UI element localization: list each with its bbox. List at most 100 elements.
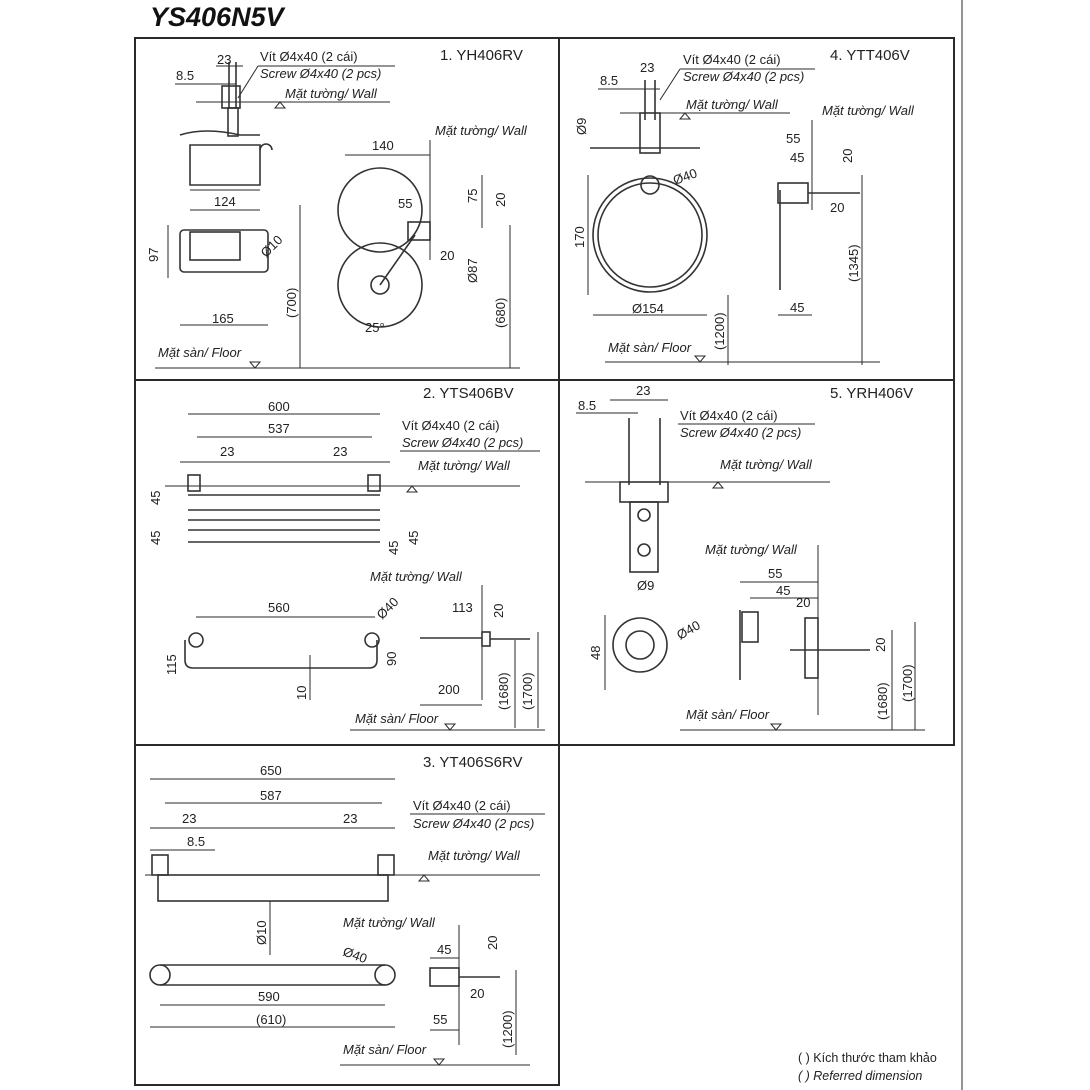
dim-8-5: 8.5 [578, 398, 596, 413]
panel-frames [134, 37, 955, 1086]
floor-label: Mặt sàn/ Floor [686, 707, 770, 722]
screw-label-vi: Vít Ø4x40 (2 cái) [683, 52, 781, 67]
dim-170: 170 [572, 226, 587, 248]
floor-label: Mặt sàn/ Floor [158, 345, 242, 360]
floor-label: Mặt sàn/ Floor [355, 711, 439, 726]
dim-600: 600 [268, 399, 290, 414]
dim-20b: 20 [873, 638, 888, 652]
dim-115: 115 [164, 654, 179, 675]
dim-1680: (1680) [875, 682, 890, 720]
wall-label: Mặt tường/ Wall [822, 103, 915, 118]
dim-o154: Ø154 [632, 301, 664, 316]
dim-20: 20 [493, 193, 508, 207]
dim-20: 20 [491, 604, 506, 618]
legend-vi: ( ) Kích thước tham khảo [798, 1051, 937, 1065]
dim-45: 45 [790, 150, 804, 165]
dim-23b: 23 [333, 444, 347, 459]
dim-23b: 23 [343, 811, 357, 826]
dim-8-5: 8.5 [187, 834, 205, 849]
wall-label: Mặt tường/ Wall [285, 86, 378, 101]
dim-48: 48 [588, 646, 603, 660]
dim-45-b: 45 [148, 531, 163, 545]
panel-heading: 3. YT406S6RV [423, 754, 523, 771]
dim-610: (610) [256, 1012, 286, 1027]
dim-o10: Ø10 [258, 232, 286, 260]
panel-5-yrh406v: 5. YRH406V 23 8.5 Vít Ø4x40 (2 cái) Scre… [576, 383, 925, 731]
dim-o40: Ø40 [341, 944, 369, 967]
dim-1200: (1200) [500, 1010, 515, 1048]
wall-label: Mặt tường/ Wall [435, 123, 528, 138]
panel-2-yts406bv: 2. YTS406BV 600 537 23 23 Vít Ø4x40 (2 c… [148, 385, 545, 731]
dim-113: 113 [452, 600, 473, 615]
dim-8-5: 8.5 [600, 73, 618, 88]
screw-label-vi: Vít Ø4x40 (2 cái) [402, 418, 500, 433]
dim-1345: (1345) [846, 244, 861, 282]
wall-label: Mặt tường/ Wall [428, 848, 521, 863]
dim-680: (680) [493, 298, 508, 328]
dim-45-d: 45 [406, 531, 421, 545]
dim-590: 590 [258, 989, 280, 1004]
dim-55: 55 [768, 566, 782, 581]
dim-45b: 45 [790, 300, 804, 315]
screw-label-en: Screw Ø4x40 (2 pcs) [680, 425, 801, 440]
dim-o9: Ø9 [637, 578, 654, 593]
dim-1200: (1200) [712, 312, 727, 350]
panel-4-ytt406v: 4. YTT406V Vít Ø4x40 (2 cái) Screw Ø4x40… [572, 47, 915, 365]
dim-1700: (1700) [900, 664, 915, 702]
dim-o40: Ø40 [671, 165, 699, 188]
dim-55: 55 [398, 196, 412, 211]
dim-o40: Ø40 [374, 594, 402, 622]
dim-o10: Ø10 [254, 920, 269, 945]
screw-label-vi: Vít Ø4x40 (2 cái) [680, 408, 778, 423]
panel-3-frame [134, 744, 560, 1086]
dim-45: 45 [437, 942, 451, 957]
dim-587: 587 [260, 788, 282, 803]
dim-o87: Ø87 [465, 258, 480, 283]
dim-1700: (1700) [520, 672, 535, 710]
dim-45-c: 45 [386, 541, 401, 555]
dim-75: 75 [465, 189, 480, 203]
dim-55: 55 [433, 1012, 447, 1027]
wall-label: Mặt tường/ Wall [343, 915, 436, 930]
panel-3-yt406s6rv: 3. YT406S6RV 650 587 23 23 8.5 Vít Ø4x40… [145, 754, 545, 1066]
panel-5-frame [558, 379, 955, 746]
dim-140: 140 [372, 138, 394, 153]
dim-23: 23 [217, 52, 231, 67]
dim-25-deg: 25° [365, 320, 385, 335]
dim-700: (700) [284, 288, 299, 318]
wall-label: Mặt tường/ Wall [418, 458, 511, 473]
dim-20b: 20 [830, 200, 844, 215]
screw-label-en: Screw Ø4x40 (2 pcs) [683, 69, 804, 84]
screw-label-vi: Vít Ø4x40 (2 cái) [413, 798, 511, 813]
dim-45-a: 45 [148, 491, 163, 505]
legend-en: ( ) Referred dimension [798, 1069, 922, 1083]
floor-label: Mặt sàn/ Floor [343, 1042, 427, 1057]
dim-20b: 20 [470, 986, 484, 1001]
drawing-title: YS406N5V [150, 2, 284, 32]
dim-o40: Ø40 [674, 617, 703, 642]
dim-8-5: 8.5 [176, 68, 194, 83]
wall-label: Mặt tường/ Wall [720, 457, 813, 472]
dim-537: 537 [268, 421, 290, 436]
dim-560: 560 [268, 600, 290, 615]
wall-label: Mặt tường/ Wall [370, 569, 463, 584]
dim-90: 90 [384, 652, 399, 666]
dim-20: 20 [796, 595, 810, 610]
dim-23: 23 [636, 383, 650, 398]
dim-20b: 20 [440, 248, 454, 263]
dim-1680: (1680) [496, 672, 511, 710]
dim-650: 650 [260, 763, 282, 778]
dim-45: 45 [776, 583, 790, 598]
screw-label-en: Screw Ø4x40 (2 pcs) [402, 435, 523, 450]
floor-label: Mặt sàn/ Floor [608, 340, 692, 355]
dim-23: 23 [220, 444, 234, 459]
panel-heading: 4. YTT406V [830, 47, 910, 64]
screw-label-en: Screw Ø4x40 (2 pcs) [413, 816, 534, 831]
dim-10: 10 [294, 686, 309, 700]
dim-97: 97 [146, 248, 161, 262]
wall-label: Mặt tường/ Wall [686, 97, 779, 112]
dim-165: 165 [212, 311, 234, 326]
dim-124: 124 [214, 194, 236, 209]
dim-55: 55 [786, 131, 800, 146]
